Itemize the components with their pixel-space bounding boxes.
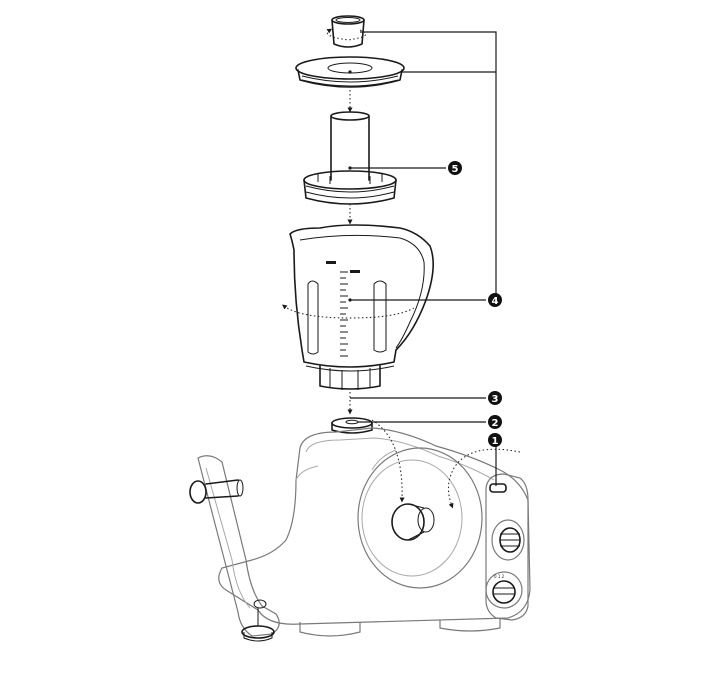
callout-3-label: 3	[492, 394, 499, 405]
side-arm-bracket	[189, 455, 280, 642]
callout-1: 1	[488, 433, 502, 447]
callout-3: 3	[488, 391, 502, 405]
filter-insert	[303, 111, 397, 205]
callout-2: 2	[488, 415, 502, 429]
callout-5: 5	[448, 161, 462, 175]
assembly-axis	[347, 90, 521, 509]
callout-2-label: 2	[492, 418, 499, 429]
measuring-scale	[340, 271, 348, 357]
callout-5-label: 5	[452, 164, 459, 175]
callout-4-label: 4	[492, 296, 499, 307]
motor-base: 0 1 2	[218, 427, 531, 637]
measuring-cap	[326, 15, 367, 48]
svg-text:0 1 2: 0 1 2	[494, 574, 505, 579]
callout-1-label: 1	[492, 436, 499, 447]
jug-lid	[295, 56, 405, 88]
callout-4: 4	[488, 293, 502, 307]
blender-jug	[281, 224, 434, 390]
